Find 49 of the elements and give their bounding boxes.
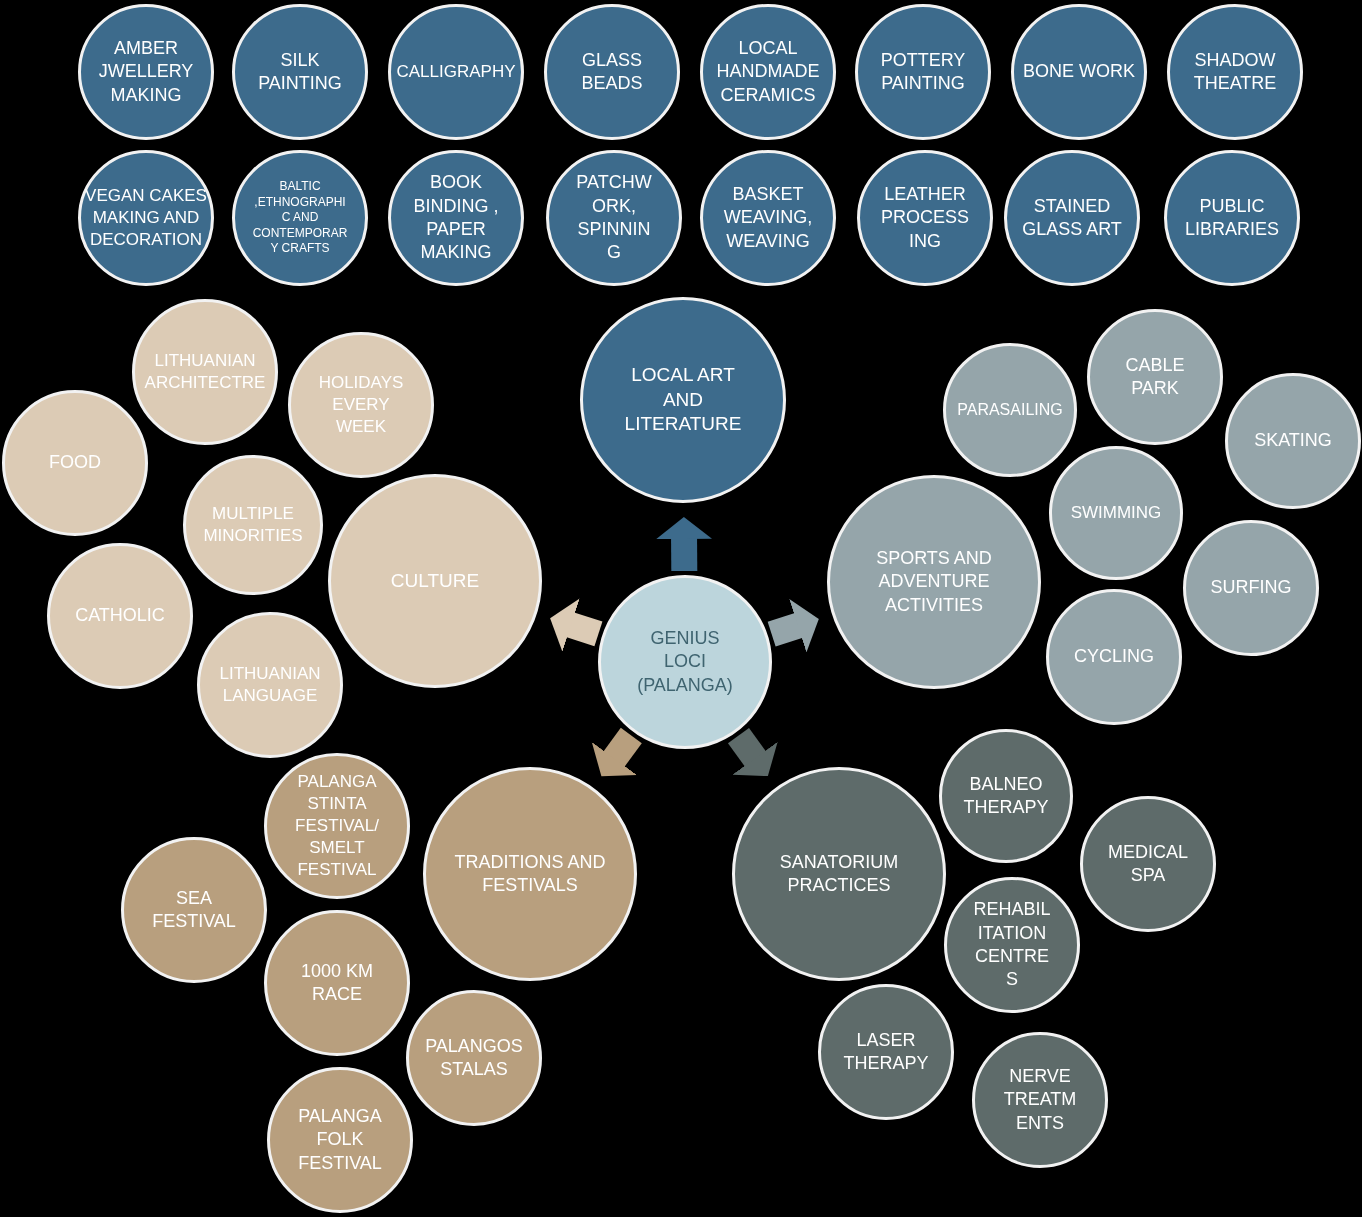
block-arrow	[591, 727, 642, 777]
topic-label: LOCAL HANDMADE CERAMICS	[715, 36, 821, 107]
topic-label: LITHUANIAN ARCHITECTRE	[143, 349, 267, 394]
topic-label: LASER THERAPY	[842, 1028, 930, 1075]
topic-label: BASKET WEAVING, WEAVING	[722, 182, 814, 253]
topic-label: CATHOLIC	[74, 604, 166, 628]
topic-label: CULTURE	[389, 568, 481, 593]
topic-label: NERVE TREATMENTS	[1002, 1064, 1078, 1135]
topic-label: GENIUS LOCI (PALANGA)	[636, 626, 734, 697]
topic-label: POTTERY PAINTING	[879, 48, 967, 95]
block-arrow	[550, 598, 603, 652]
topic-label: BALTIC ,ETHNOGRAPHIC AND CONTEMPORARY CRAFTS	[251, 179, 349, 257]
topic-label: MULTIPLE MINORITIES	[202, 502, 304, 547]
topic-label: PALANGOS STALAS	[424, 1034, 524, 1081]
block-arrow	[656, 517, 713, 572]
block-arrow	[767, 599, 819, 653]
topic-label: GLASS BEADS	[580, 48, 644, 95]
topic-label: SURFING	[1209, 576, 1293, 600]
topic-label: CALLIGRAPHY	[395, 60, 517, 83]
topic-label: SANATORIUM PRACTICES	[778, 850, 900, 897]
topic-label: CABLE PARK	[1124, 353, 1186, 400]
topic-label: SKATING	[1253, 429, 1333, 453]
topic-label: SWIMMING	[1069, 501, 1163, 524]
topic-label: STAINED GLASS ART	[1021, 194, 1123, 241]
topic-label: AMBER JWELLERY MAKING	[97, 36, 195, 107]
topic-label: REHABILITATION CENTRES	[972, 898, 1052, 992]
topic-label: TRADITIONS AND FESTIVALS	[453, 850, 607, 897]
topic-label: SEA FESTIVAL	[151, 886, 237, 933]
topic-label: VEGAN CAKES MAKING AND DECORATION	[84, 184, 208, 252]
topic-label: SPORTS AND ADVENTURE ACTIVITIES	[875, 546, 993, 617]
topic-label: PATCHWORK, SPINNING	[575, 171, 653, 265]
topic-label: PARASAILING	[956, 399, 1064, 420]
topic-label: PALANGA FOLK FESTIVAL	[297, 1104, 383, 1175]
topic-label: LITHUANIAN LANGUAGE	[218, 662, 322, 707]
topic-label: MEDICAL SPA	[1107, 840, 1189, 887]
topic-label: BONE WORK	[1022, 60, 1136, 84]
topic-label: PUBLIC LIBRARIES	[1183, 194, 1280, 241]
topic-label: BALNEO THERAPY	[962, 772, 1050, 819]
topic-label: 1000 KM RACE	[299, 959, 374, 1006]
topic-label: FOOD	[48, 451, 102, 475]
block-arrow	[727, 727, 778, 777]
topic-label: LOCAL ART AND LITERATURE	[623, 362, 743, 437]
topic-label: CYCLING	[1073, 645, 1155, 669]
topic-label: SHADOW THEATRE	[1192, 48, 1278, 95]
topic-label: PALANGA STINTA FESTIVAL/ SMELT FESTIVAL	[294, 770, 380, 882]
topic-label: SILK PAINTING	[257, 48, 343, 95]
topic-label: BOOK BINDING , PAPER MAKING	[412, 171, 500, 265]
topic-label: HOLIDAYS EVERY WEEK	[317, 371, 405, 439]
topic-label: LEATHER PROCESSING	[880, 182, 970, 253]
